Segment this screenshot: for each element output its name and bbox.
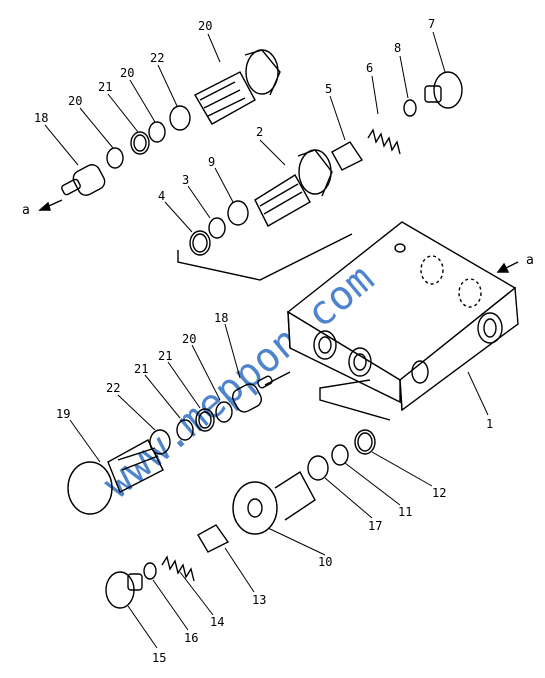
label-22-top: 22 bbox=[150, 51, 164, 65]
label-16: 16 bbox=[184, 631, 198, 645]
label-21-bot: 21 bbox=[158, 349, 172, 363]
label-8: 8 bbox=[394, 41, 401, 55]
label-19-top: 20 bbox=[198, 19, 212, 33]
label-20-bot-b: 20 bbox=[182, 332, 196, 346]
watermark: www.meppon.com bbox=[95, 256, 383, 508]
label-18-bot: 18 bbox=[214, 311, 228, 325]
label-2: 2 bbox=[256, 125, 263, 139]
valve-body bbox=[286, 221, 519, 412]
label-12: 12 bbox=[432, 486, 446, 500]
label-15: 15 bbox=[152, 651, 166, 665]
arrow-a-right: a bbox=[526, 253, 534, 268]
label-20-top-a: 20 bbox=[68, 94, 82, 108]
label-20-top-b: 20 bbox=[120, 66, 134, 80]
part-numbers: 20 7 8 6 5 22 20 21 20 18 2 9 3 4 18 20 … bbox=[34, 17, 493, 665]
label-4: 4 bbox=[158, 189, 165, 203]
label-14: 14 bbox=[210, 615, 224, 629]
upper-parts bbox=[61, 49, 463, 256]
label-20-bot-a: 21 bbox=[134, 362, 148, 376]
arrow-a-left: a bbox=[22, 203, 30, 218]
label-13: 13 bbox=[252, 593, 266, 607]
label-10: 10 bbox=[318, 555, 332, 569]
label-5: 5 bbox=[325, 82, 332, 96]
label-19-bot: 19 bbox=[56, 407, 70, 421]
label-1: 1 bbox=[486, 417, 493, 431]
label-17: 17 bbox=[368, 519, 382, 533]
label-11: 11 bbox=[398, 505, 412, 519]
label-9: 9 bbox=[208, 155, 215, 169]
guide-lines bbox=[177, 233, 391, 421]
label-22-bot: 22 bbox=[106, 381, 120, 395]
label-21-top: 21 bbox=[98, 80, 112, 94]
label-3: 3 bbox=[182, 173, 189, 187]
leader-lines bbox=[44, 31, 489, 649]
label-6: 6 bbox=[366, 61, 373, 75]
lower-parts bbox=[67, 375, 376, 609]
label-18-top: 18 bbox=[34, 111, 48, 125]
arrow-markers: a a bbox=[22, 199, 534, 273]
label-7: 7 bbox=[428, 17, 435, 31]
